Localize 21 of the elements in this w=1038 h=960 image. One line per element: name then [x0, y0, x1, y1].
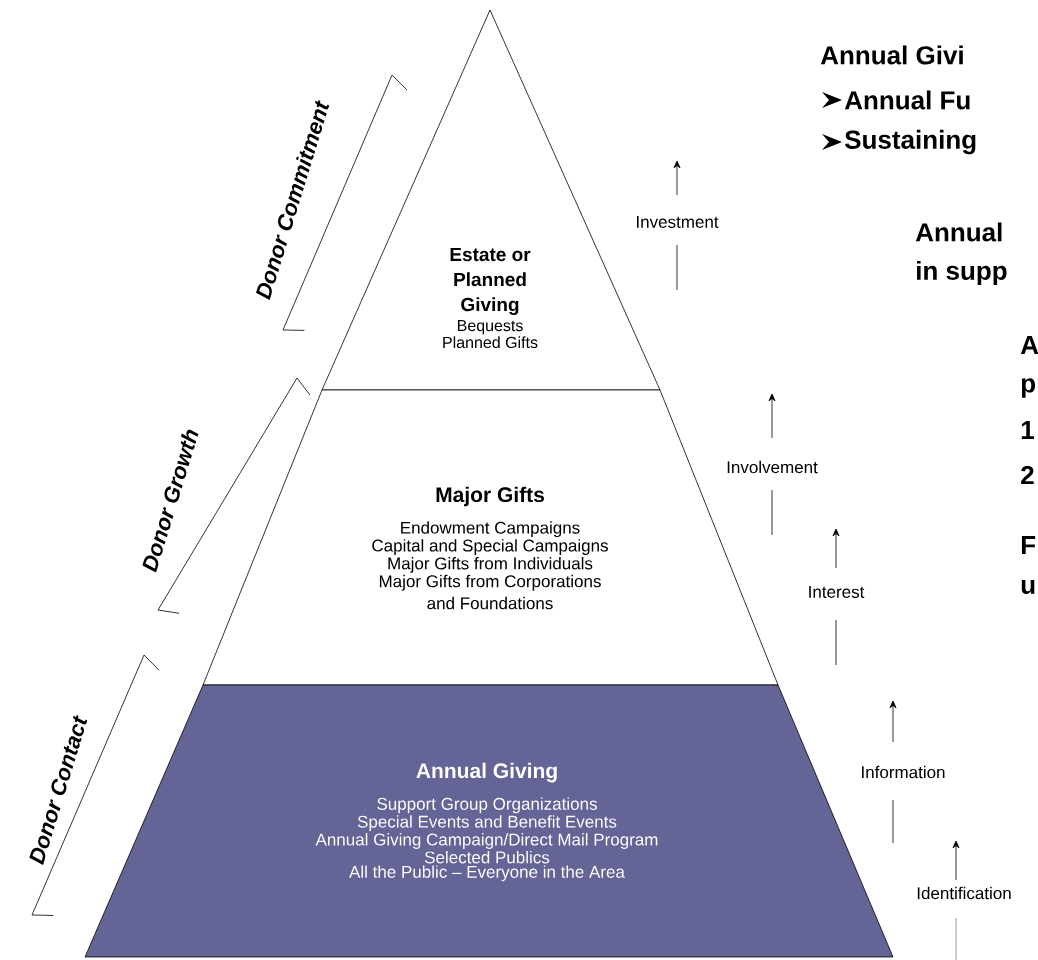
- side-text: 1: [1021, 421, 1034, 439]
- side-text: Sustaining: [844, 129, 976, 155]
- bracket-label: Donor Growth: [142, 429, 199, 573]
- side-text: Annual: [915, 222, 1002, 242]
- bracket-label: Donor Contact: [29, 715, 88, 865]
- side-text: F: [1021, 536, 1036, 554]
- side-text: A: [1020, 336, 1038, 354]
- tier-text: Estate or Planned Giving Bequests Planned Gifts: [443, 247, 538, 349]
- stage-label: Identification: [917, 886, 1011, 900]
- tier-text: Annual Giving Support Group Organizations Special Events and Benefit Events Annual Giving Campaign/Direct Mail Program Selected Publics All the Public – Everyone in the Area: [315, 762, 658, 882]
- side-text: p: [1021, 378, 1036, 398]
- side-text: u: [1021, 580, 1035, 594]
- stage-label: Interest: [809, 586, 865, 598]
- side-text: Annual Givi: [820, 45, 963, 65]
- side-text: Annual Fu: [844, 90, 970, 110]
- stage-label: Investment: [637, 216, 719, 228]
- side-text: 2: [1021, 465, 1034, 485]
- stage-label: Involvement: [727, 460, 818, 474]
- side-text: in supp: [917, 260, 1007, 286]
- stage-label: Information: [862, 765, 945, 779]
- tier-text: Major Gifts Endowment Campaigns Capital and Special Campaigns Major Gifts from Individuals Major Gifts from Corporations and Foundations: [372, 486, 608, 610]
